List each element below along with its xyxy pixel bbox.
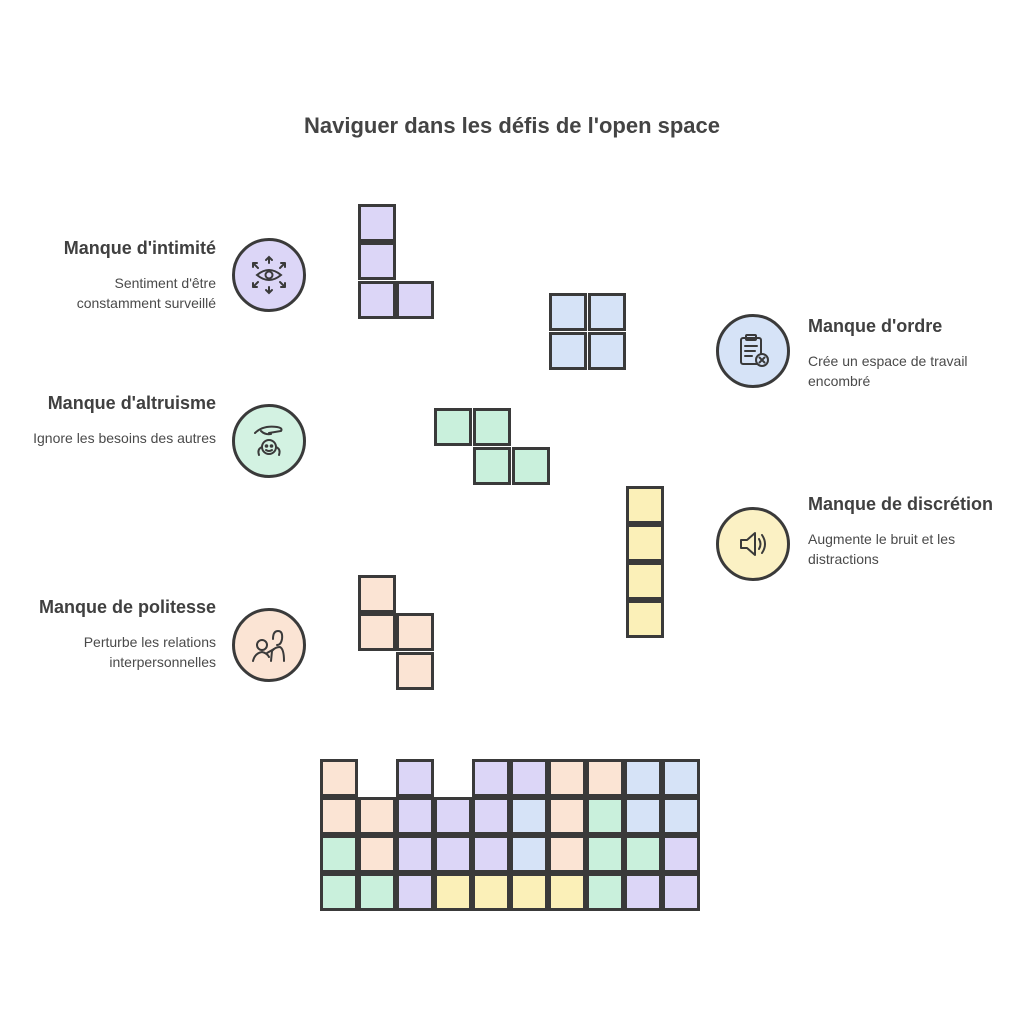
tetris-cell-z: [473, 447, 511, 485]
wall-cell: [472, 835, 510, 873]
wall-cell: [548, 759, 586, 797]
wall-cell: [320, 759, 358, 797]
wall-cell: [320, 797, 358, 835]
wall-cell: [434, 835, 472, 873]
tetris-cell-i: [626, 486, 664, 524]
wall-cell: [548, 835, 586, 873]
tetris-cell-s: [358, 613, 396, 651]
item-desc: Sentiment d'être constamment surveillé: [76, 275, 216, 311]
wall-cell: [434, 797, 472, 835]
tetris-cell-l: [358, 204, 396, 242]
eye-surveillance-icon: [232, 238, 306, 312]
item-desc: Augmente le bruit et les distractions: [808, 531, 956, 567]
speaker-noise-icon: [716, 507, 790, 581]
wall-cell: [662, 873, 700, 911]
tetris-cell-s: [396, 652, 434, 690]
wall-cell: [510, 835, 548, 873]
item-ordre: Manque d'ordre Crée un espace de travail…: [808, 314, 1008, 391]
item-intimite: Manque d'intimité Sentiment d'être const…: [30, 236, 216, 313]
wall-cell: [586, 873, 624, 911]
wall-cell: [548, 873, 586, 911]
tetris-cell-o: [549, 293, 587, 331]
tetris-cell-s: [396, 613, 434, 651]
tetris-cell-s: [358, 575, 396, 613]
item-politesse: Manque de politesse Perturbe les relatio…: [30, 595, 216, 672]
tetris-cell-l: [358, 281, 396, 319]
people-conflict-icon: [232, 608, 306, 682]
wall-cell: [624, 759, 662, 797]
item-heading: Manque d'altruisme: [47, 393, 216, 413]
wall-cell: [510, 759, 548, 797]
tetris-cell-l: [396, 281, 434, 319]
tetris-cell-z: [434, 408, 472, 446]
wall-cell: [472, 797, 510, 835]
wall-cell: [510, 797, 548, 835]
item-desc: Crée un espace de travail encombré: [808, 353, 968, 389]
hand-over-child-icon: [232, 404, 306, 478]
wall-cell: [358, 873, 396, 911]
wall-cell: [396, 797, 434, 835]
item-desc: Perturbe les relations interpersonnelles: [83, 634, 216, 670]
wall-cell: [358, 797, 396, 835]
tetris-cell-z: [512, 447, 550, 485]
wall-cell: [358, 835, 396, 873]
tetris-cell-o: [588, 293, 626, 331]
wall-cell: [662, 835, 700, 873]
wall-cell: [320, 835, 358, 873]
item-discretion: Manque de discrétion Augmente le bruit e…: [808, 492, 1008, 569]
item-heading: Manque de discrétion: [808, 494, 994, 514]
item-desc: Ignore les besoins des autres: [33, 430, 216, 446]
tetris-cell-i: [626, 562, 664, 600]
wall-cell: [586, 759, 624, 797]
wall-cell: [472, 873, 510, 911]
cluttered-clipboard-icon: [716, 314, 790, 388]
wall-cell: [624, 835, 662, 873]
wall-cell: [472, 759, 510, 797]
wall-cell: [662, 797, 700, 835]
wall-cell: [586, 835, 624, 873]
tetris-cell-z: [473, 408, 511, 446]
item-altruisme: Manque d'altruisme Ignore les besoins de…: [30, 391, 216, 448]
tetris-cell-o: [588, 332, 626, 370]
tetris-cell-l: [358, 242, 396, 280]
wall-cell: [320, 873, 358, 911]
page-title: Naviguer dans les défis de l'open space: [303, 113, 721, 138]
tetris-cell-o: [549, 332, 587, 370]
item-heading: Manque d'ordre: [808, 316, 943, 336]
wall-cell: [662, 759, 700, 797]
wall-cell: [396, 835, 434, 873]
wall-cell: [396, 873, 434, 911]
tetris-cell-i: [626, 600, 664, 638]
wall-cell: [434, 873, 472, 911]
wall-cell: [586, 797, 624, 835]
tetris-cell-i: [626, 524, 664, 562]
wall-cell: [548, 797, 586, 835]
item-heading: Manque de politesse: [38, 597, 216, 617]
item-heading: Manque d'intimité: [63, 238, 216, 258]
wall-cell: [624, 797, 662, 835]
wall-cell: [624, 873, 662, 911]
wall-cell: [396, 759, 434, 797]
wall-cell: [510, 873, 548, 911]
